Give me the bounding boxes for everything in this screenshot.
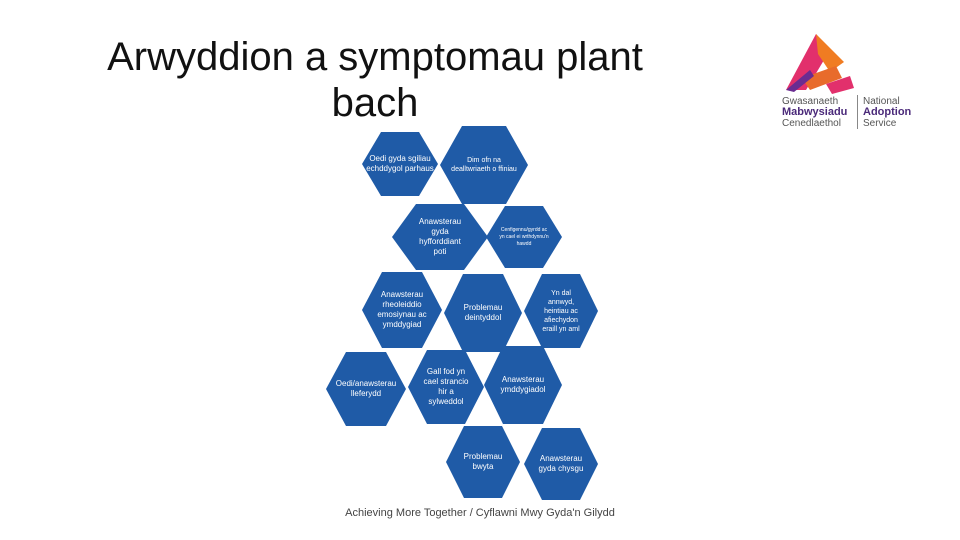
logo-mark-icon — [786, 34, 854, 94]
logo-english-line3: Service — [863, 118, 897, 129]
hexagon-5-label: Problemau deintyddol — [463, 303, 503, 322]
logo-welsh-line2: Mabwysiadu — [782, 106, 848, 118]
hexagon-1-label: Dim ofn na dealltwriaeth o ffiniau — [451, 157, 517, 173]
logo-english-line2: Adoption — [863, 106, 912, 118]
hexagon-0-label: Oedi gyda sgiliau echddygol parhaus — [366, 154, 434, 173]
logo-welsh-line1: Gwasanaeth — [782, 96, 839, 107]
logo-divider — [857, 95, 858, 129]
hexagon-7-label: Oedi/anawsterau lleferydd — [335, 379, 397, 398]
hexagon-8-label: Gall fod yn cael strancio hir a sylweddo… — [423, 367, 469, 406]
logo-english-line1: National — [863, 96, 900, 107]
hexagon-4-label: Anawsterau rheoleiddio emosiynau ac ymdd… — [377, 290, 427, 329]
hexagon-3-label: Cenfigennu/gyrdd ac yn cael ei wrthdynnu… — [499, 226, 549, 247]
hexagon-10-label: Problemau bwyta — [463, 452, 503, 471]
slide-title: Arwyddion a symptomau plant bach — [107, 35, 643, 125]
hexagon-2-label: Anawsterau gyda hyfforddiant poti — [418, 217, 462, 256]
hexagon-6-label: Yn dal annwyd, heintiau ac afiechydon er… — [542, 289, 580, 333]
hexagon-11-label: Anawsterau gyda chysgu — [538, 454, 584, 473]
logo-welsh-line3: Cenedlaethol — [782, 118, 841, 129]
hexagon-9-label: Anawsterau ymddygiadol — [500, 375, 546, 394]
slide-footer: Achieving More Together / Cyflawni Mwy G… — [345, 507, 615, 519]
